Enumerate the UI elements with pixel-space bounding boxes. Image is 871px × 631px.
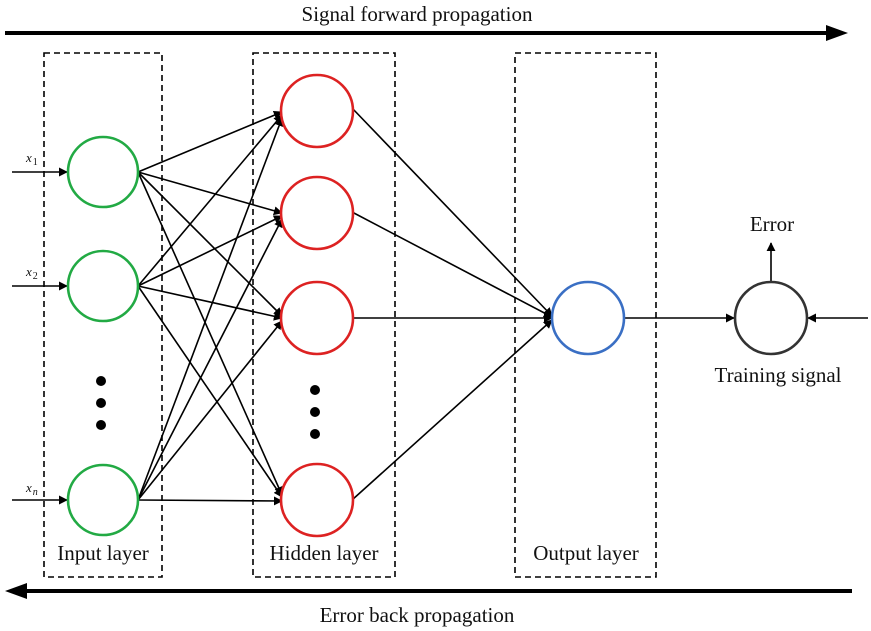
back-propagation-label: Error back propagation [320, 603, 515, 627]
hidden-layer-label: Hidden layer [269, 541, 378, 565]
input-hidden-connections [137, 110, 284, 506]
back-propagation-arrow [5, 583, 852, 599]
hidden-layer-box [252, 52, 396, 578]
hidden-ellipsis [310, 385, 320, 439]
input-node-n [66, 463, 140, 537]
input-node-2 [66, 249, 140, 323]
comparator-node [733, 280, 809, 356]
error-label: Error [750, 212, 794, 236]
output-layer-box [514, 52, 657, 578]
hidden-node-3 [279, 280, 355, 356]
hidden-node-4 [279, 462, 355, 538]
input-node-1 [66, 135, 140, 209]
hidden-node-1 [279, 73, 355, 149]
input-label-1: x1 [25, 150, 38, 168]
input-arrows [12, 167, 68, 505]
forward-propagation-arrow [5, 25, 848, 41]
training-signal-label: Training signal [715, 363, 842, 387]
input-label-n: xn [25, 480, 38, 498]
input-ellipsis [96, 376, 106, 430]
forward-propagation-label: Signal forward propagation [302, 2, 533, 26]
output-layer-label: Output layer [533, 541, 639, 565]
hidden-node-2 [279, 175, 355, 251]
input-layer-label: Input layer [57, 541, 149, 565]
input-label-2: x2 [25, 264, 38, 282]
input-layer-box [43, 52, 163, 578]
hidden-output-connections [351, 107, 553, 501]
output-node [550, 280, 626, 356]
